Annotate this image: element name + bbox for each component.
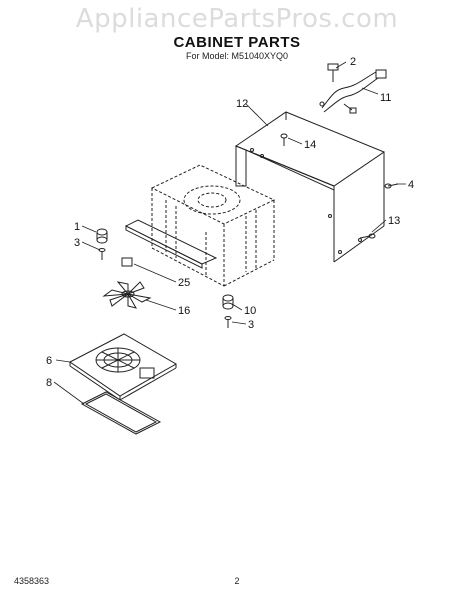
screw-4 (384, 183, 399, 189)
foot-left (96, 228, 108, 244)
part-2-connector (327, 63, 339, 82)
callout-3-left: 3 (74, 237, 80, 249)
cabinet-wrapper (234, 111, 386, 263)
callout-1: 1 (74, 221, 80, 233)
callout-16: 16 (178, 305, 190, 317)
callout-3-right: 3 (248, 319, 254, 331)
callout-10: 10 (244, 305, 256, 317)
callout-2: 2 (350, 56, 356, 68)
screw-14 (280, 133, 288, 146)
screw-left (98, 248, 106, 260)
callout-8: 8 (46, 377, 52, 389)
callout-14: 14 (304, 139, 316, 151)
callout-4: 4 (408, 179, 414, 191)
page-number: 2 (234, 576, 240, 586)
filter-tray (80, 391, 162, 435)
callout-6: 6 (46, 355, 52, 367)
document-number: 4358363 (14, 576, 50, 586)
stirrer-hub (121, 257, 133, 267)
callout-11: 11 (380, 92, 391, 104)
callout-labels: 2 11 12 14 4 13 1 3 25 16 10 3 6 8 (46, 56, 414, 389)
screw-right (224, 316, 232, 328)
callout-13: 13 (388, 215, 400, 227)
fan-assembly (69, 333, 178, 401)
page-title: CABINET PARTS (173, 34, 301, 51)
stirrer-fan (102, 281, 152, 309)
foot-right (222, 294, 234, 310)
model-subtitle: For Model: M51040XYQ0 (185, 51, 289, 61)
leader-lines (53, 61, 406, 405)
callout-25: 25 (178, 277, 190, 289)
callout-12: 12 (236, 98, 248, 110)
screw-13 (359, 233, 376, 239)
watermark: AppliancePartsPros.com (75, 4, 399, 34)
shield-plate (124, 219, 218, 269)
power-cord (319, 69, 387, 114)
oven-cavity-frame (150, 164, 276, 287)
